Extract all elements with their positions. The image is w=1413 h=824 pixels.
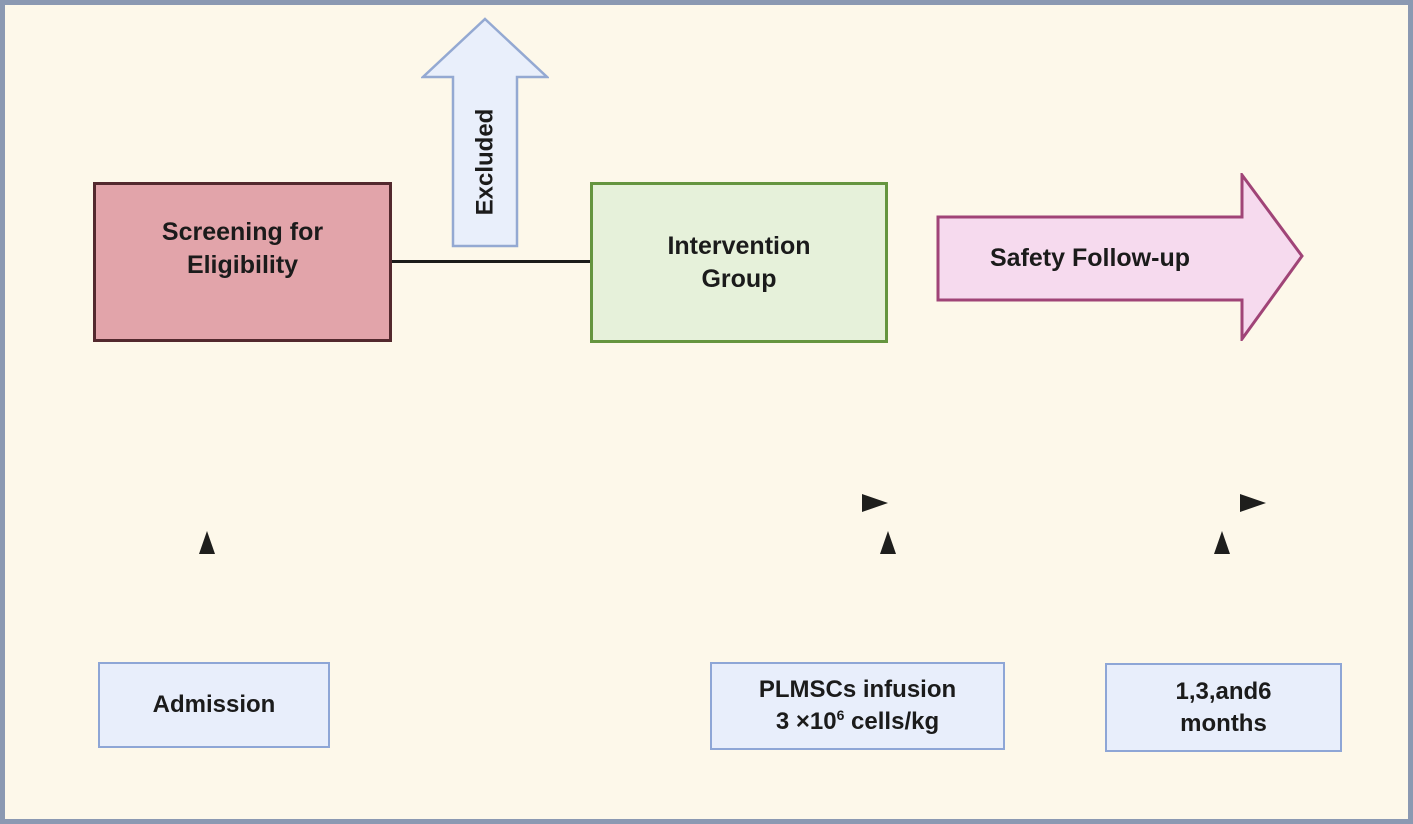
excluded-label: Excluded	[471, 108, 499, 215]
excluded-arrow-shape	[421, 17, 549, 248]
intervention-label: Intervention Group	[667, 231, 811, 293]
connector-line	[392, 260, 590, 263]
admission-box: Admission	[98, 662, 330, 748]
safety-followup-arrow	[936, 173, 1304, 341]
followup-pointer-arrow	[1214, 531, 1230, 646]
timeline-arrowhead-1	[862, 494, 888, 512]
dose-exponent: 6	[836, 707, 845, 723]
screening-label: Screening for Eligibility	[161, 218, 324, 279]
timeline-arrow-1	[100, 494, 888, 512]
timeline-arrowhead-2	[1240, 494, 1266, 512]
safety-followup-arrow-shape	[936, 173, 1304, 341]
safety-followup-label: Safety Follow-up	[990, 244, 1190, 272]
admission-label: Admission	[152, 691, 276, 718]
infusion-pointer-arrow	[880, 531, 896, 646]
infusion-box: PLMSCs infusion 3 ×106 cells/kg	[710, 662, 1005, 750]
followup-months-box: 1,3,and6 months	[1105, 663, 1342, 752]
timeline-arrow-2	[912, 494, 1266, 512]
screening-box: Screening for Eligibility	[93, 182, 392, 342]
excluded-label-wrap: Excluded	[453, 77, 517, 246]
admission-pointer-arrow	[199, 531, 215, 646]
excluded-arrow	[421, 17, 549, 248]
intervention-box: Intervention Group	[590, 182, 888, 343]
infusion-label: PLMSCs infusion 3 ×106 cells/kg	[758, 676, 957, 735]
followup-months-label: 1,3,and6 months	[1175, 677, 1272, 737]
safety-followup-label-wrap: Safety Follow-up	[938, 217, 1242, 300]
